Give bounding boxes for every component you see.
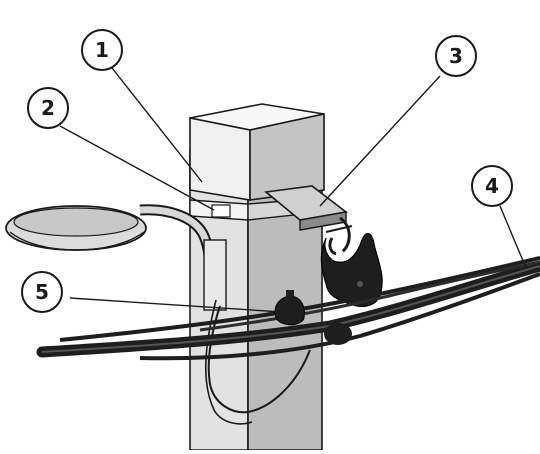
cable-strand-lower [139,272,540,361]
cable-strand-upper [59,256,540,342]
street-lamp [5,204,227,311]
leader-2 [59,125,215,211]
callout-3-label: 3 [449,44,463,68]
branch-clamp [274,290,305,326]
leader-5 [69,297,283,313]
cap-front-face [189,117,251,201]
aerial-cable-bundle [36,256,540,361]
leader-1 [111,67,203,183]
callout-1-label: 1 [95,38,109,62]
leader-lines [59,67,527,313]
suspension-clamp [320,233,383,307]
lamp-mount-plate [203,239,227,311]
callout-5-label: 5 [35,280,49,304]
callout-1: 1 [81,29,123,71]
callout-5: 5 [21,271,63,313]
callout-2-label: 2 [41,96,55,120]
leader-3 [319,75,441,207]
callout-2: 2 [27,87,69,129]
callout-4: 4 [471,165,513,207]
cap-side-face [249,113,325,201]
suspension-bracket [264,185,353,256]
callout-4-label: 4 [485,174,499,198]
callout-3: 3 [435,35,477,77]
leader-4 [499,205,527,269]
cable-strand-back [199,260,540,332]
pole-top-cap [189,103,325,201]
